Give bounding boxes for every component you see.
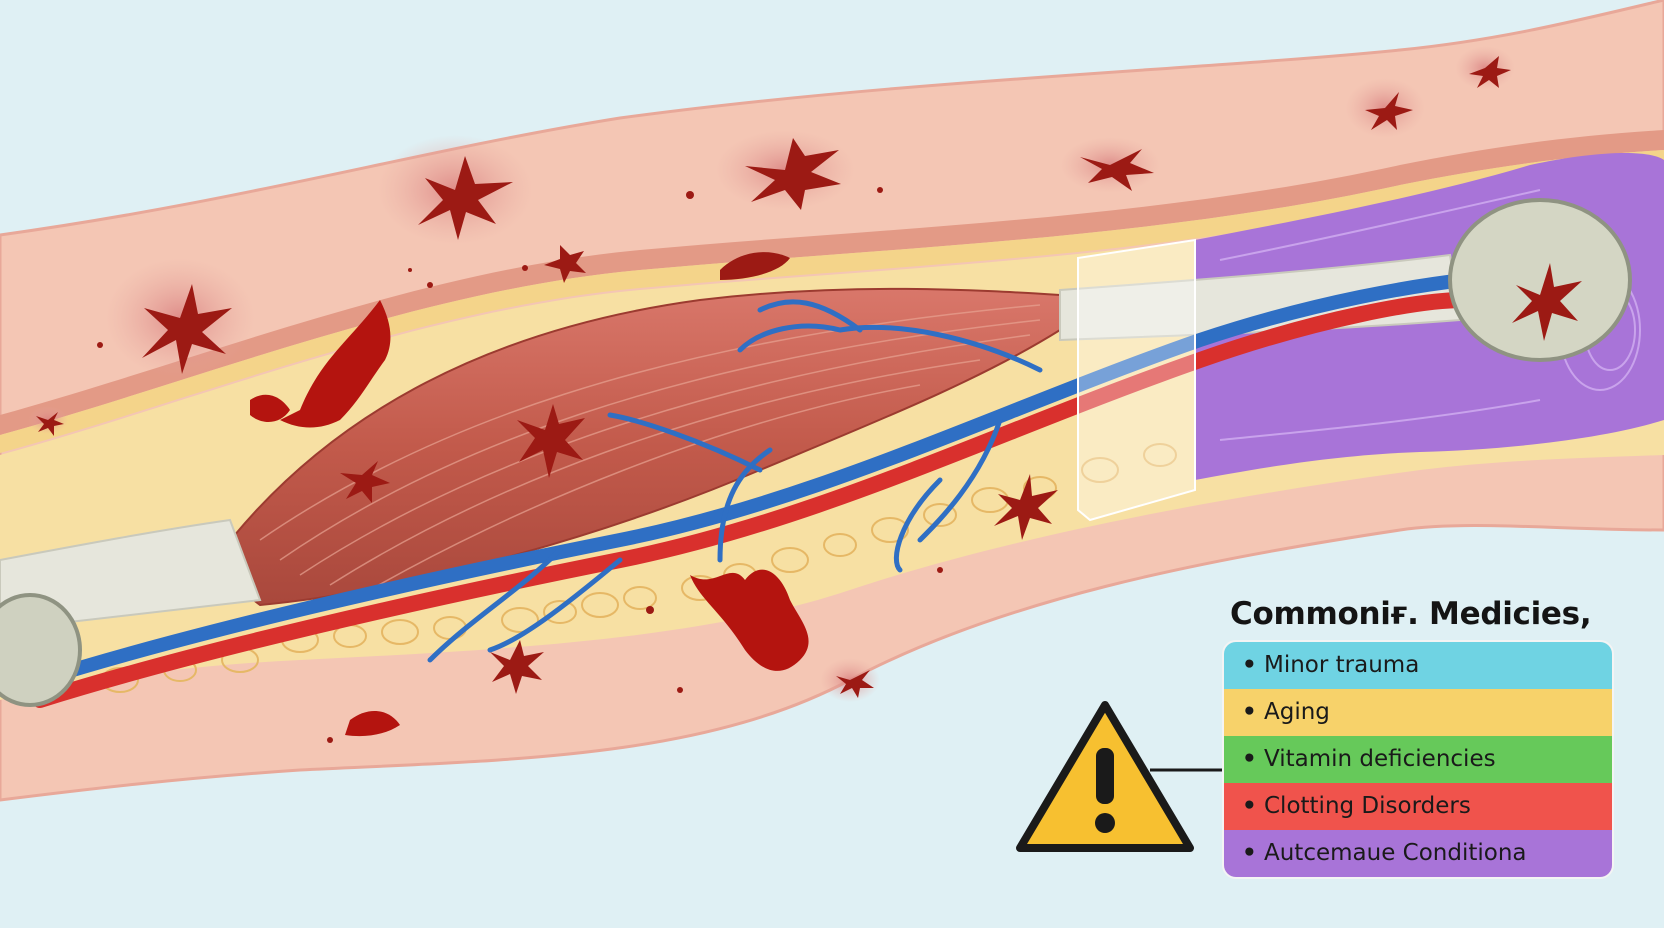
artery bbox=[32, 292, 1472, 708]
bullet-icon: • bbox=[1242, 699, 1257, 725]
legend-item: • Aging bbox=[1224, 689, 1612, 736]
legend-item-label: Vitamin deficiencies bbox=[1264, 746, 1496, 772]
fat-band-upper bbox=[0, 150, 1664, 453]
legend-item: • Autcemaue Conditiona bbox=[1224, 830, 1612, 877]
causes-legend: Commoniғ. Medicies, •Minor trauma•Aging•… bbox=[1222, 596, 1614, 879]
vein-branches bbox=[427, 299, 1043, 663]
bone-head-right bbox=[1448, 198, 1632, 362]
bullet-icon: • bbox=[1242, 652, 1257, 678]
legend-item-label: Minor trauma bbox=[1264, 652, 1420, 678]
legend-item-label: Autcemaue Conditiona bbox=[1264, 840, 1527, 866]
legend-item: • Vitamin deficiencies bbox=[1224, 736, 1612, 783]
bullet-icon: • bbox=[1242, 746, 1257, 772]
bruises bbox=[28, 46, 1582, 743]
legend-item-label: Aging bbox=[1264, 699, 1330, 725]
highlight-window bbox=[1077, 238, 1196, 522]
causes-list: • Minor trauma • Aging • Vitamin deficiencies… bbox=[1222, 640, 1614, 879]
legend-item-label: Clotting Disorders bbox=[1264, 793, 1471, 819]
legend-item: • Minor trauma bbox=[1224, 642, 1612, 689]
bullet-icon: • bbox=[1242, 793, 1257, 819]
legend-title: Commoniғ. Medicies, bbox=[1230, 596, 1592, 632]
dermis-band bbox=[0, 130, 1664, 435]
warning-icon bbox=[1016, 701, 1194, 852]
muscle-fibers bbox=[259, 304, 1041, 591]
bullet-icon: • bbox=[1242, 840, 1257, 866]
vein bbox=[33, 273, 1471, 687]
bone-head-left bbox=[0, 593, 82, 707]
legend-item: • Clotting Disorders bbox=[1224, 783, 1612, 830]
